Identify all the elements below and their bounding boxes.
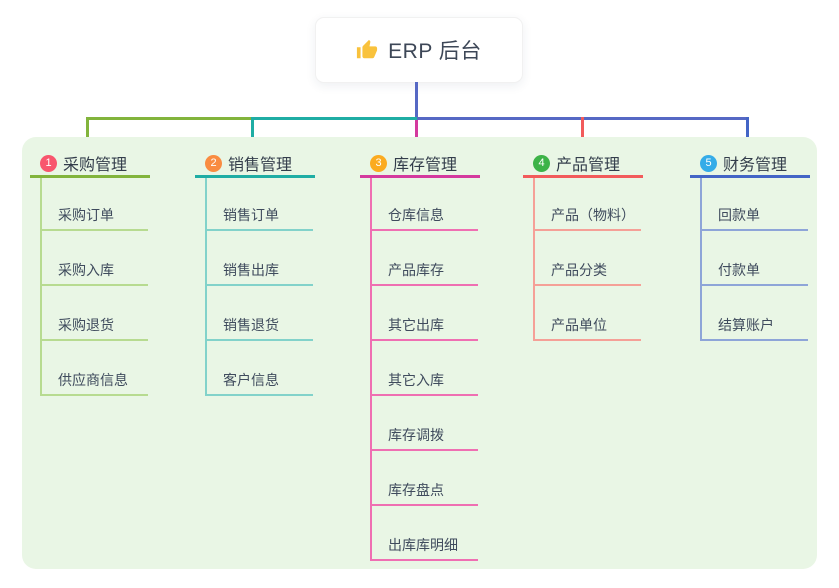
connector-drop-branch5 bbox=[746, 117, 749, 148]
thumbs-up-icon bbox=[357, 39, 378, 59]
mindmap-item-label: 回款单 bbox=[718, 207, 760, 223]
mindmap-item-node[interactable]: 其它入库 bbox=[370, 370, 478, 396]
branch-number-badge: 3 bbox=[370, 154, 387, 172]
mindmap-item-label: 产品分类 bbox=[551, 262, 607, 278]
connector-drop-branch3 bbox=[415, 120, 418, 148]
connector-horizontal-left-teal bbox=[253, 117, 417, 120]
branch-purchase-management: 1 采购管理 采购订单采购入库采购退货供应商信息 bbox=[30, 146, 162, 570]
branch-finance-management: 5 财务管理 回款单付款单结算账户 bbox=[690, 146, 822, 570]
mindmap-item-label: 产品（物料） bbox=[551, 207, 635, 223]
branch-title-node[interactable]: 5 财务管理 bbox=[700, 151, 787, 175]
mindmap-item-node[interactable]: 客户信息 bbox=[205, 370, 313, 396]
mindmap-item-node[interactable]: 供应商信息 bbox=[40, 370, 148, 396]
connector-drop-branch4 bbox=[581, 117, 584, 148]
connector-root-stem bbox=[415, 82, 418, 120]
mindmap-item-node[interactable]: 产品库存 bbox=[370, 260, 478, 286]
mindmap-item-node[interactable]: 采购退货 bbox=[40, 315, 148, 341]
branch-title-underline bbox=[690, 175, 810, 178]
mindmap-item-node[interactable]: 仓库信息 bbox=[370, 205, 478, 231]
mindmap-item-label: 销售订单 bbox=[223, 207, 279, 223]
branch-number-badge: 5 bbox=[700, 154, 717, 172]
mindmap-item-node[interactable]: 销售订单 bbox=[205, 205, 313, 231]
mindmap-background-panel bbox=[22, 137, 817, 569]
mindmap-item-label: 结算账户 bbox=[718, 317, 774, 333]
branch-number-badge: 2 bbox=[205, 154, 222, 172]
branch-title-node[interactable]: 4 产品管理 bbox=[533, 151, 620, 175]
mindmap-item-label: 出库库明细 bbox=[388, 537, 458, 553]
branch-title-label: 库存管理 bbox=[393, 157, 458, 174]
branch-title-underline bbox=[360, 175, 480, 178]
mindmap-item-node[interactable]: 结算账户 bbox=[700, 315, 808, 341]
mindmap-item-label: 其它出库 bbox=[388, 317, 444, 333]
mindmap-item-node[interactable]: 库存盘点 bbox=[370, 480, 478, 506]
branch-title-node[interactable]: 3 库存管理 bbox=[370, 151, 457, 175]
mindmap-item-node[interactable]: 其它出库 bbox=[370, 315, 478, 341]
branch-number-badge: 1 bbox=[40, 154, 57, 172]
branch-title-label: 财务管理 bbox=[723, 157, 788, 174]
mindmap-item-node[interactable]: 产品（物料） bbox=[533, 205, 641, 231]
mindmap-item-node[interactable]: 库存调拨 bbox=[370, 425, 478, 451]
branch-spine bbox=[700, 178, 702, 341]
mindmap-item-label: 销售退货 bbox=[223, 317, 279, 333]
branch-inventory-management: 3 库存管理 仓库信息产品库存其它出库其它入库库存调拨库存盘点出库库明细 bbox=[360, 146, 492, 570]
branch-sales-management: 2 销售管理 销售订单销售出库销售退货客户信息 bbox=[195, 146, 327, 570]
connector-drop-branch2 bbox=[251, 117, 254, 148]
mindmap-item-node[interactable]: 销售退货 bbox=[205, 315, 313, 341]
branch-title-node[interactable]: 1 采购管理 bbox=[40, 151, 127, 175]
mindmap-item-label: 采购入库 bbox=[58, 262, 114, 278]
branch-title-label: 产品管理 bbox=[556, 157, 621, 174]
mindmap-item-node[interactable]: 产品分类 bbox=[533, 260, 641, 286]
mindmap-item-label: 供应商信息 bbox=[58, 372, 128, 388]
mindmap-item-label: 客户信息 bbox=[223, 372, 279, 388]
branch-number-badge: 4 bbox=[533, 154, 550, 172]
mindmap-item-node[interactable]: 产品单位 bbox=[533, 315, 641, 341]
mindmap-item-label: 销售出库 bbox=[223, 262, 279, 278]
branch-title-label: 销售管理 bbox=[228, 157, 293, 174]
branch-title-underline bbox=[30, 175, 150, 178]
root-node[interactable]: ERP 后台 bbox=[315, 17, 523, 83]
mindmap-item-node[interactable]: 采购订单 bbox=[40, 205, 148, 231]
branch-spine bbox=[370, 178, 372, 561]
branch-spine bbox=[205, 178, 207, 396]
branch-spine bbox=[40, 178, 42, 396]
mindmap-item-label: 采购退货 bbox=[58, 317, 114, 333]
mindmap-item-label: 产品库存 bbox=[388, 262, 444, 278]
mindmap-item-node[interactable]: 采购入库 bbox=[40, 260, 148, 286]
mindmap-item-label: 仓库信息 bbox=[388, 207, 444, 223]
root-node-label: ERP 后台 bbox=[388, 40, 482, 63]
branch-title-underline bbox=[195, 175, 315, 178]
branch-title-underline bbox=[523, 175, 643, 178]
branch-title-node[interactable]: 2 销售管理 bbox=[205, 151, 292, 175]
mindmap-item-label: 付款单 bbox=[718, 262, 760, 278]
branch-spine bbox=[533, 178, 535, 341]
mindmap-item-node[interactable]: 付款单 bbox=[700, 260, 808, 286]
branch-title-label: 采购管理 bbox=[63, 157, 128, 174]
mindmap-item-node[interactable]: 销售出库 bbox=[205, 260, 313, 286]
connector-drop-branch1 bbox=[86, 117, 89, 148]
mindmap-item-node[interactable]: 出库库明细 bbox=[370, 535, 478, 561]
mindmap-item-label: 采购订单 bbox=[58, 207, 114, 223]
connector-horizontal-left-green bbox=[87, 117, 253, 120]
mindmap-item-label: 其它入库 bbox=[388, 372, 444, 388]
mindmap-item-label: 库存盘点 bbox=[388, 482, 444, 498]
branch-product-management: 4 产品管理 产品（物料） 产品分类产品单位 bbox=[523, 146, 655, 570]
mindmap-item-label: 产品单位 bbox=[551, 317, 607, 333]
mindmap-item-node[interactable]: 回款单 bbox=[700, 205, 808, 231]
mindmap-item-label: 库存调拨 bbox=[388, 427, 444, 443]
